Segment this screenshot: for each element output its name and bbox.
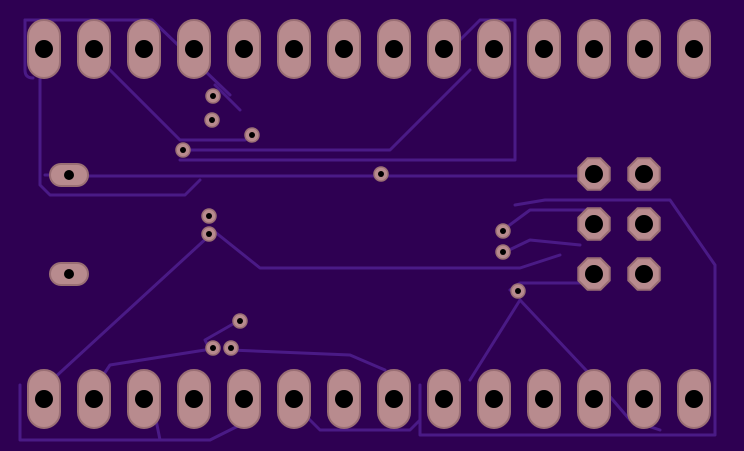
bottom-header-pin: [477, 369, 511, 429]
top-header-pin: [277, 19, 311, 79]
trace-1: [23, 18, 35, 80]
top-header-pin: [677, 19, 711, 79]
top-header-pin: [177, 19, 211, 79]
via: [373, 166, 389, 182]
trace-21: [18, 383, 242, 442]
trace-3: [38, 68, 202, 197]
trace-9: [213, 83, 242, 112]
top-header-pin: [327, 19, 361, 79]
bottom-header-pin: [377, 369, 411, 429]
connector-pin: [627, 207, 661, 241]
bottom-header-pin: [327, 369, 361, 429]
bottom-header-pin: [427, 369, 461, 429]
bottom-header-pin: [27, 369, 61, 429]
trace-10: [208, 226, 562, 270]
connector-pin: [577, 257, 611, 291]
mounting-pad: [49, 163, 89, 187]
bottom-header-pin: [677, 369, 711, 429]
trace-13: [503, 238, 582, 254]
via: [205, 88, 221, 104]
trace-5: [70, 173, 580, 178]
bottom-header-pin: [577, 369, 611, 429]
via: [201, 208, 217, 224]
via: [175, 142, 191, 158]
pad-layer: [27, 19, 711, 429]
trace-20: [228, 348, 387, 372]
top-header-pin: [77, 19, 111, 79]
bottom-header-pin: [227, 369, 261, 429]
bottom-header-pin: [527, 369, 561, 429]
trace-23: [298, 408, 422, 432]
connector-pin: [577, 157, 611, 191]
bottom-header-pin: [127, 369, 161, 429]
trace-layer: [18, 18, 717, 442]
trace-16: [468, 298, 522, 382]
connector-pin: [627, 157, 661, 191]
top-header-pin: [477, 19, 511, 79]
via: [495, 244, 511, 260]
top-header-pin: [627, 19, 661, 79]
via: [223, 340, 239, 356]
trace-11: [50, 233, 212, 382]
top-header-pin: [377, 19, 411, 79]
via: [510, 283, 526, 299]
trace-12: [501, 208, 602, 232]
top-header-pin: [227, 19, 261, 79]
top-header-pin: [427, 19, 461, 79]
bottom-header-pin: [77, 369, 111, 429]
via: [205, 340, 221, 356]
top-header-pin: [127, 19, 161, 79]
top-header-pin: [527, 19, 561, 79]
connector-pin: [627, 257, 661, 291]
trace-8: [178, 18, 517, 162]
bottom-header-pin: [177, 369, 211, 429]
connector-pin: [577, 207, 611, 241]
via: [201, 226, 217, 242]
via: [244, 127, 260, 143]
via: [232, 313, 248, 329]
mounting-pad: [49, 262, 89, 286]
trace-6: [108, 68, 247, 142]
bottom-header-pin: [627, 369, 661, 429]
trace-15: [418, 198, 717, 437]
top-header-pin: [27, 19, 61, 79]
via: [204, 112, 220, 128]
via: [495, 223, 511, 239]
bottom-header-pin: [277, 369, 311, 429]
top-header-pin: [577, 19, 611, 79]
